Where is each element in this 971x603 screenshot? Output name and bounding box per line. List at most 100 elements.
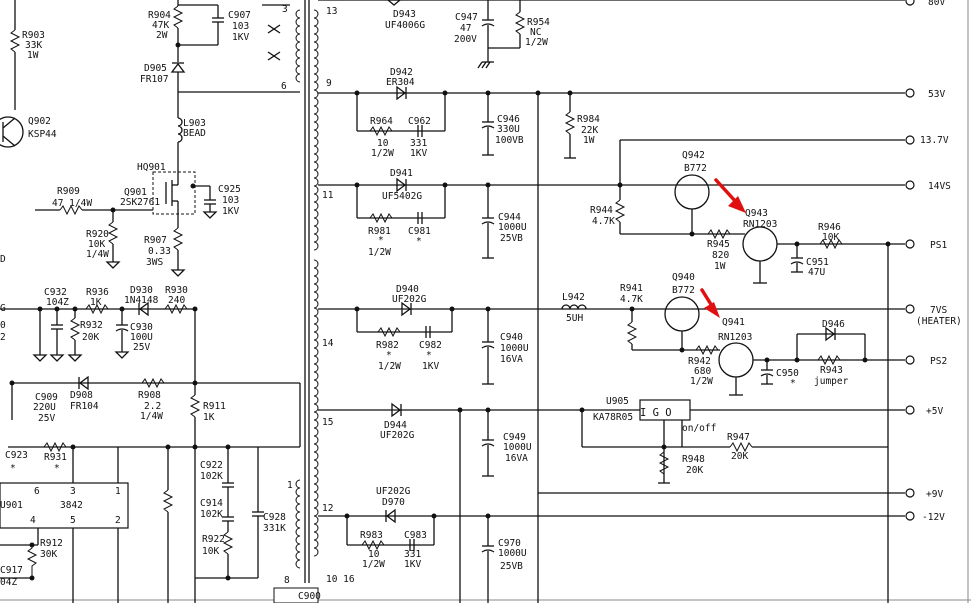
label-c914: C914	[200, 498, 223, 509]
label-r954: R954	[527, 17, 550, 28]
rating-c925: 1KV	[222, 206, 239, 217]
transistor-q943	[742, 226, 778, 262]
value-c923: *	[10, 463, 16, 474]
label-q943: Q943	[745, 208, 768, 219]
transistor-q941	[718, 342, 754, 378]
schematic-text: 13	[326, 6, 337, 17]
value-l942: 5UH	[566, 313, 583, 324]
schematic-text: 8	[284, 575, 290, 586]
rating-r945: 1W	[714, 261, 726, 272]
value-r943: jumper	[814, 376, 849, 387]
schematic-text: 6	[281, 81, 287, 92]
value-r920: 10K	[88, 239, 105, 250]
label-r932: R932	[80, 320, 103, 331]
value-r983: 10	[368, 549, 380, 560]
value-q902: KSP44	[28, 129, 57, 140]
inductor-l942	[561, 304, 587, 310]
inductor-l903	[177, 117, 183, 143]
annotation-arrow-q941	[700, 288, 714, 308]
resistor-r904	[172, 5, 184, 29]
value-c950: *	[790, 378, 796, 389]
resistor-r922	[222, 531, 234, 555]
schematic-text: 11	[322, 190, 334, 201]
value-q941: RN1203	[718, 332, 752, 343]
diode-d941	[396, 177, 407, 193]
rail-label-80v: 80V	[928, 0, 945, 8]
label-c907: C907	[228, 10, 251, 21]
schematic-text: 2	[115, 515, 121, 526]
rail-label-13-7v: 13.7V	[920, 135, 949, 146]
rating-r904: 2W	[156, 30, 168, 41]
label-r908: R908	[138, 390, 161, 401]
value-c917: 04Z	[0, 577, 17, 588]
label-d941: D941	[390, 168, 413, 179]
capacitor-c970	[481, 549, 495, 553]
diode-d946	[825, 326, 836, 342]
terminal-minus12v	[905, 511, 915, 521]
ic-u901	[0, 482, 129, 529]
regulator-u905	[639, 399, 691, 421]
resistor-r943	[817, 354, 841, 366]
diode-d905	[170, 62, 186, 73]
value-q901: 2SK2761	[120, 197, 160, 208]
resistor-r983	[361, 539, 385, 551]
resistor-r920	[107, 221, 119, 245]
schematic-text: 14	[322, 338, 334, 349]
schematic-text: 5	[70, 515, 76, 526]
diode-d930	[138, 301, 149, 317]
label-d970: D970	[382, 497, 405, 508]
label-d908: D908	[70, 390, 93, 401]
label-r903: R903	[22, 30, 45, 41]
value-r954: NC	[530, 27, 541, 38]
label-r942: R942	[688, 356, 711, 367]
resistor-r912	[26, 545, 38, 578]
label-c950: C950	[776, 368, 799, 379]
rating-c930: 25V	[133, 342, 150, 353]
rating-r983: 1/2W	[362, 559, 385, 570]
terminal-80v	[905, 0, 915, 6]
annotation-arrows	[700, 178, 746, 318]
label-d944: D944	[384, 420, 407, 431]
label-d940: D940	[396, 284, 419, 295]
rating-c947: 200V	[454, 34, 477, 45]
label-c909: C909	[35, 392, 58, 403]
value-r946: 10K	[822, 232, 839, 243]
rail-label-ps2: PS2	[930, 356, 947, 367]
value-c983: 331	[404, 549, 421, 560]
annotation-arrow-q943	[714, 178, 738, 204]
rating-r942: 1/2W	[690, 376, 713, 387]
rating-c970: 25VB	[500, 561, 523, 572]
label-r912: R912	[40, 538, 63, 549]
label-q940: Q940	[672, 272, 695, 283]
value-c947: 47	[460, 23, 471, 34]
resistor-r964	[369, 125, 393, 137]
rating-c907: 1KV	[232, 32, 249, 43]
value-r964: 10	[377, 138, 389, 149]
value-r931: *	[54, 463, 60, 474]
value-u901: 3842	[60, 500, 83, 511]
label-d905: D905	[144, 63, 167, 74]
label-r945: R945	[707, 239, 730, 250]
diode-d943	[386, 0, 402, 6]
value-r907: 0.33	[148, 246, 171, 257]
schematic-text: 3	[70, 486, 76, 497]
label-r948: R948	[682, 454, 705, 465]
label-r964: R964	[370, 116, 393, 127]
value-u905: KA78R05	[593, 412, 633, 423]
label-d930: D930	[130, 285, 153, 296]
terminal-7vs	[905, 304, 915, 314]
resistor-r903	[9, 29, 21, 53]
diode-d908	[78, 375, 89, 391]
label-r981: R981	[368, 226, 391, 237]
value-d908: FR104	[70, 401, 99, 412]
label-q941: Q941	[722, 317, 745, 328]
value-c962: 331	[410, 138, 427, 149]
transistor-q902	[0, 116, 24, 148]
transistor-q940	[664, 296, 700, 332]
value-d970: UF202G	[376, 486, 411, 497]
diode-d940	[401, 301, 412, 317]
value-r911: 1K	[203, 412, 215, 423]
rail-label-7vs: 7VS	[930, 305, 947, 316]
rating-c944: 25VB	[500, 233, 523, 244]
value-q940: B772	[672, 285, 695, 296]
